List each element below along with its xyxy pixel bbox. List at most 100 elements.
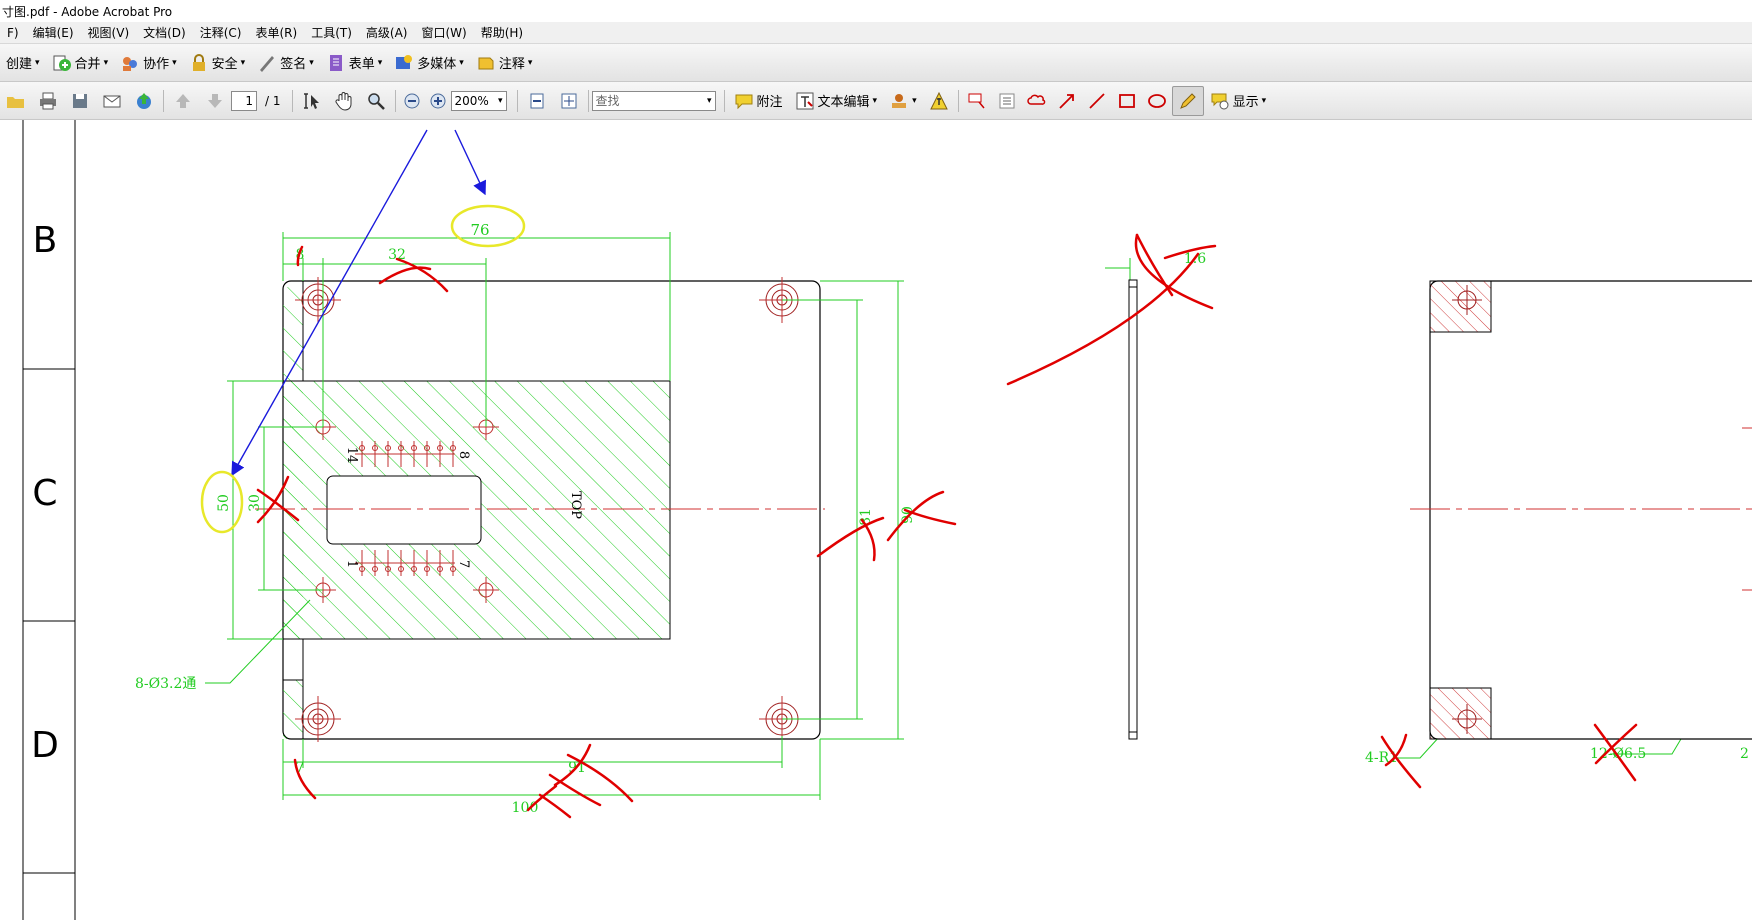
next-page-button[interactable] [199,87,231,115]
comment-button[interactable]: 注释▾ [470,49,539,77]
oval-icon [1147,93,1166,108]
document-view[interactable]: B C D [0,120,1752,920]
menu-edit[interactable]: 编辑(E) [32,26,74,40]
window-titlebar: 寸图.pdf - Adobe Acrobat Pro [0,0,1752,22]
line-icon [1088,92,1105,109]
sign-button[interactable]: 签名▾ [251,49,320,77]
sticky-note-label: 附注 [756,95,783,110]
fit-width-button[interactable] [521,87,553,115]
chevron-down-icon: ▾ [706,95,712,106]
pin-label-14: 14 [344,447,359,464]
text-box-button[interactable] [923,87,955,115]
chevron-down-icon: ▾ [912,95,917,106]
print-button[interactable] [32,87,64,115]
form-icon [329,54,342,71]
sign-label: 签名 [280,57,307,72]
chevron-down-icon: ▾ [240,57,246,68]
page-total: / 1 [265,93,281,108]
stamp-icon [892,93,907,108]
text-edit-button[interactable]: 文本编辑▾ [789,87,884,115]
dimension-lines [205,232,1752,800]
show-label: 显示 [1232,95,1259,110]
prev-page-button[interactable] [167,87,199,115]
yellow-highlights [200,204,526,534]
menu-tools[interactable]: 工具(T) [311,26,352,40]
menu-view[interactable]: 视图(V) [87,26,130,40]
search-input[interactable]: 查找 ▾ [591,90,716,111]
menu-file[interactable]: F) [7,25,19,40]
text-edit-label: 文本编辑 [817,95,870,110]
toolbar-separator [587,89,589,112]
row-label-c: C [32,473,57,514]
combine-icon [53,55,71,71]
stamp-button[interactable]: ▾ [883,87,923,115]
side-view [1128,279,1138,740]
oval-tool-button[interactable] [1142,87,1172,115]
rectangle-tool-button[interactable] [1112,87,1142,115]
multimedia-button[interactable]: 多媒体▾ [388,49,470,77]
menu-help[interactable]: 帮助(H) [480,26,524,40]
zoom-in-button[interactable] [425,87,451,115]
row-label-b: B [33,220,58,261]
pin-label-1: 1 [344,560,359,568]
collaborate-button[interactable]: 协作▾ [114,49,183,77]
email-button[interactable] [96,87,128,115]
arrow-icon [1058,93,1074,109]
open-button[interactable] [0,87,32,115]
main-toolbar: 1 / 1 200%▾ 查找▾ 附注 文本编辑▾ ▾ 显示▾ [0,82,1752,120]
pin-label-7: 7 [456,560,471,568]
line-tool-button[interactable] [1082,87,1112,115]
save-button[interactable] [64,87,96,115]
front-view [255,277,825,742]
combine-label: 合并 [74,57,101,72]
menu-advanced[interactable]: 高级(A) [365,26,408,40]
sticky-note-button[interactable]: 附注 [728,87,789,115]
dim-2: 2 [1740,746,1749,762]
create-label: 创建 [6,57,33,72]
chevron-down-icon: ▾ [309,57,314,68]
lines-icon [999,93,1015,108]
dim-30: 30 [247,494,263,512]
cad-drawing: B C D [22,120,1752,920]
secure-label: 安全 [211,57,238,72]
chevron-down-icon: ▾ [377,57,383,68]
create-button[interactable]: 创建▾ [0,49,46,77]
top-label: TOP [568,491,583,519]
chevron-down-icon: ▾ [872,95,878,106]
zoom-out-button[interactable] [399,87,425,115]
show-menu-button[interactable]: 显示▾ [1204,87,1273,115]
cloud-tool-button[interactable] [1022,87,1052,115]
arrow-tool-button[interactable] [1052,87,1082,115]
save-icon [73,93,87,108]
menu-comments[interactable]: 注释(C) [199,26,242,40]
show-comments-icon [1211,93,1229,109]
menu-forms[interactable]: 表单(R) [255,26,298,40]
chevron-down-icon: ▾ [497,95,503,106]
upload-button[interactable] [128,87,160,115]
menu-document[interactable]: 文档(D) [143,26,186,40]
zoom-level-select[interactable]: 200%▾ [450,90,507,111]
plus-circle-icon [430,93,445,108]
forms-label: 表单 [348,57,375,72]
select-tool-button[interactable] [296,87,328,115]
dim-32: 32 [388,247,406,263]
hand-tool-button[interactable] [328,87,360,115]
callout-button[interactable] [962,87,992,115]
zoom-tool-button[interactable] [360,87,392,115]
dim-50: 50 [216,494,232,512]
text-edit-icon [796,92,814,109]
textbox-tool-button[interactable] [992,87,1022,115]
page-number-input[interactable]: 1 [231,90,257,111]
pencil-tool-button[interactable] [1171,85,1204,116]
comment-label: 注释 [498,57,525,72]
pencil-icon [1179,92,1196,109]
secure-button[interactable]: 安全▾ [183,49,252,77]
comment-icon [478,57,494,69]
fit-page-button[interactable] [553,87,585,115]
pen-icon [260,55,275,72]
search-placeholder: 查找 [595,94,620,108]
menu-window[interactable]: 窗口(W) [421,26,467,40]
combine-button[interactable]: 合并▾ [46,49,115,77]
toolbar-separator [394,89,396,112]
forms-button[interactable]: 表单▾ [320,49,389,77]
